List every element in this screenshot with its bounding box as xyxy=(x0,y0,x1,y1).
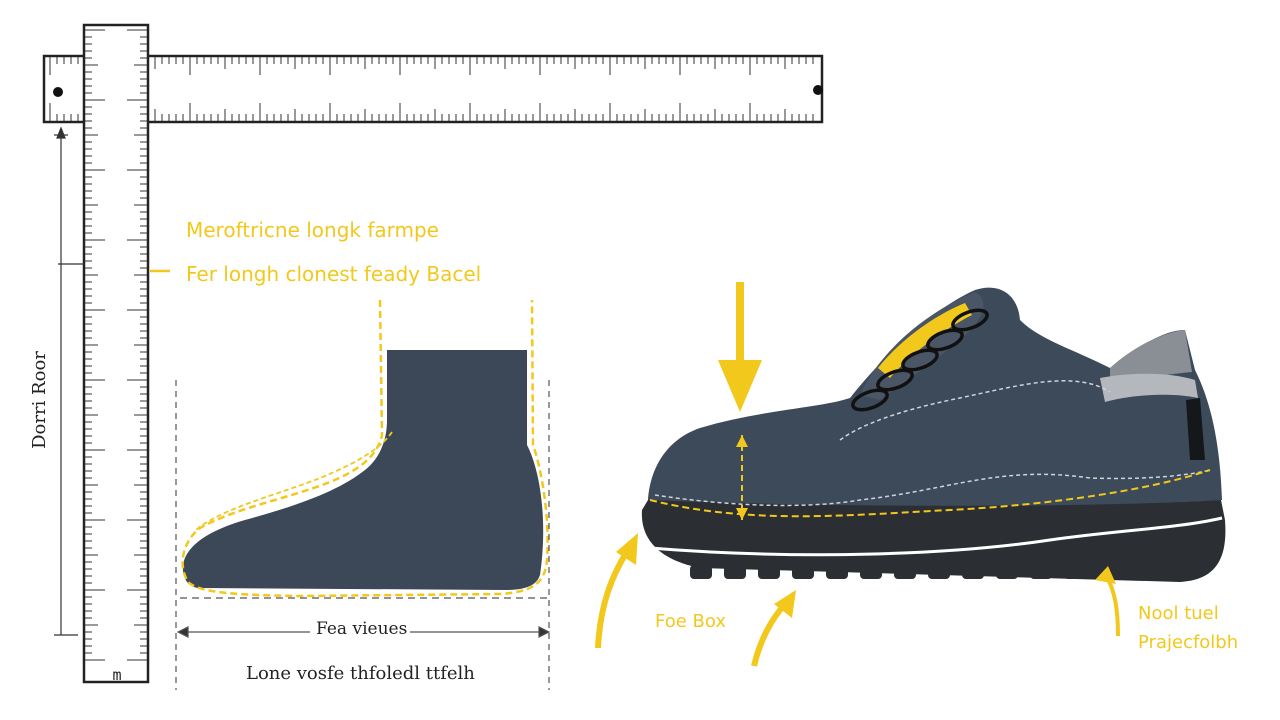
top-annotation-line1: Meroftricne longk farmpe xyxy=(186,218,439,242)
foot-width-label: Fea vieues xyxy=(316,619,408,639)
yellow-arrows xyxy=(595,282,1120,667)
bottom-caption: Lone vosfe thfoledl ttfelh xyxy=(246,663,475,684)
toe-box-label: Foe Box xyxy=(655,611,726,632)
horizontal-ruler xyxy=(42,54,824,124)
foot-silhouette xyxy=(181,299,549,598)
ruler-unit-mark: m xyxy=(112,666,121,684)
foot-width-dimension xyxy=(175,380,551,690)
side-height-label: Dorri Roor xyxy=(29,351,50,449)
height-dimension-line xyxy=(54,126,84,636)
right-annotation-line2: Prajecfolbh xyxy=(1138,632,1239,653)
top-annotation-line2: Fer longh clonest feady Bacel xyxy=(186,262,482,286)
vertical-ruler: m xyxy=(82,23,150,684)
shoe-illustration xyxy=(641,287,1226,582)
right-annotation-line1: Nool tuel xyxy=(1138,603,1219,624)
